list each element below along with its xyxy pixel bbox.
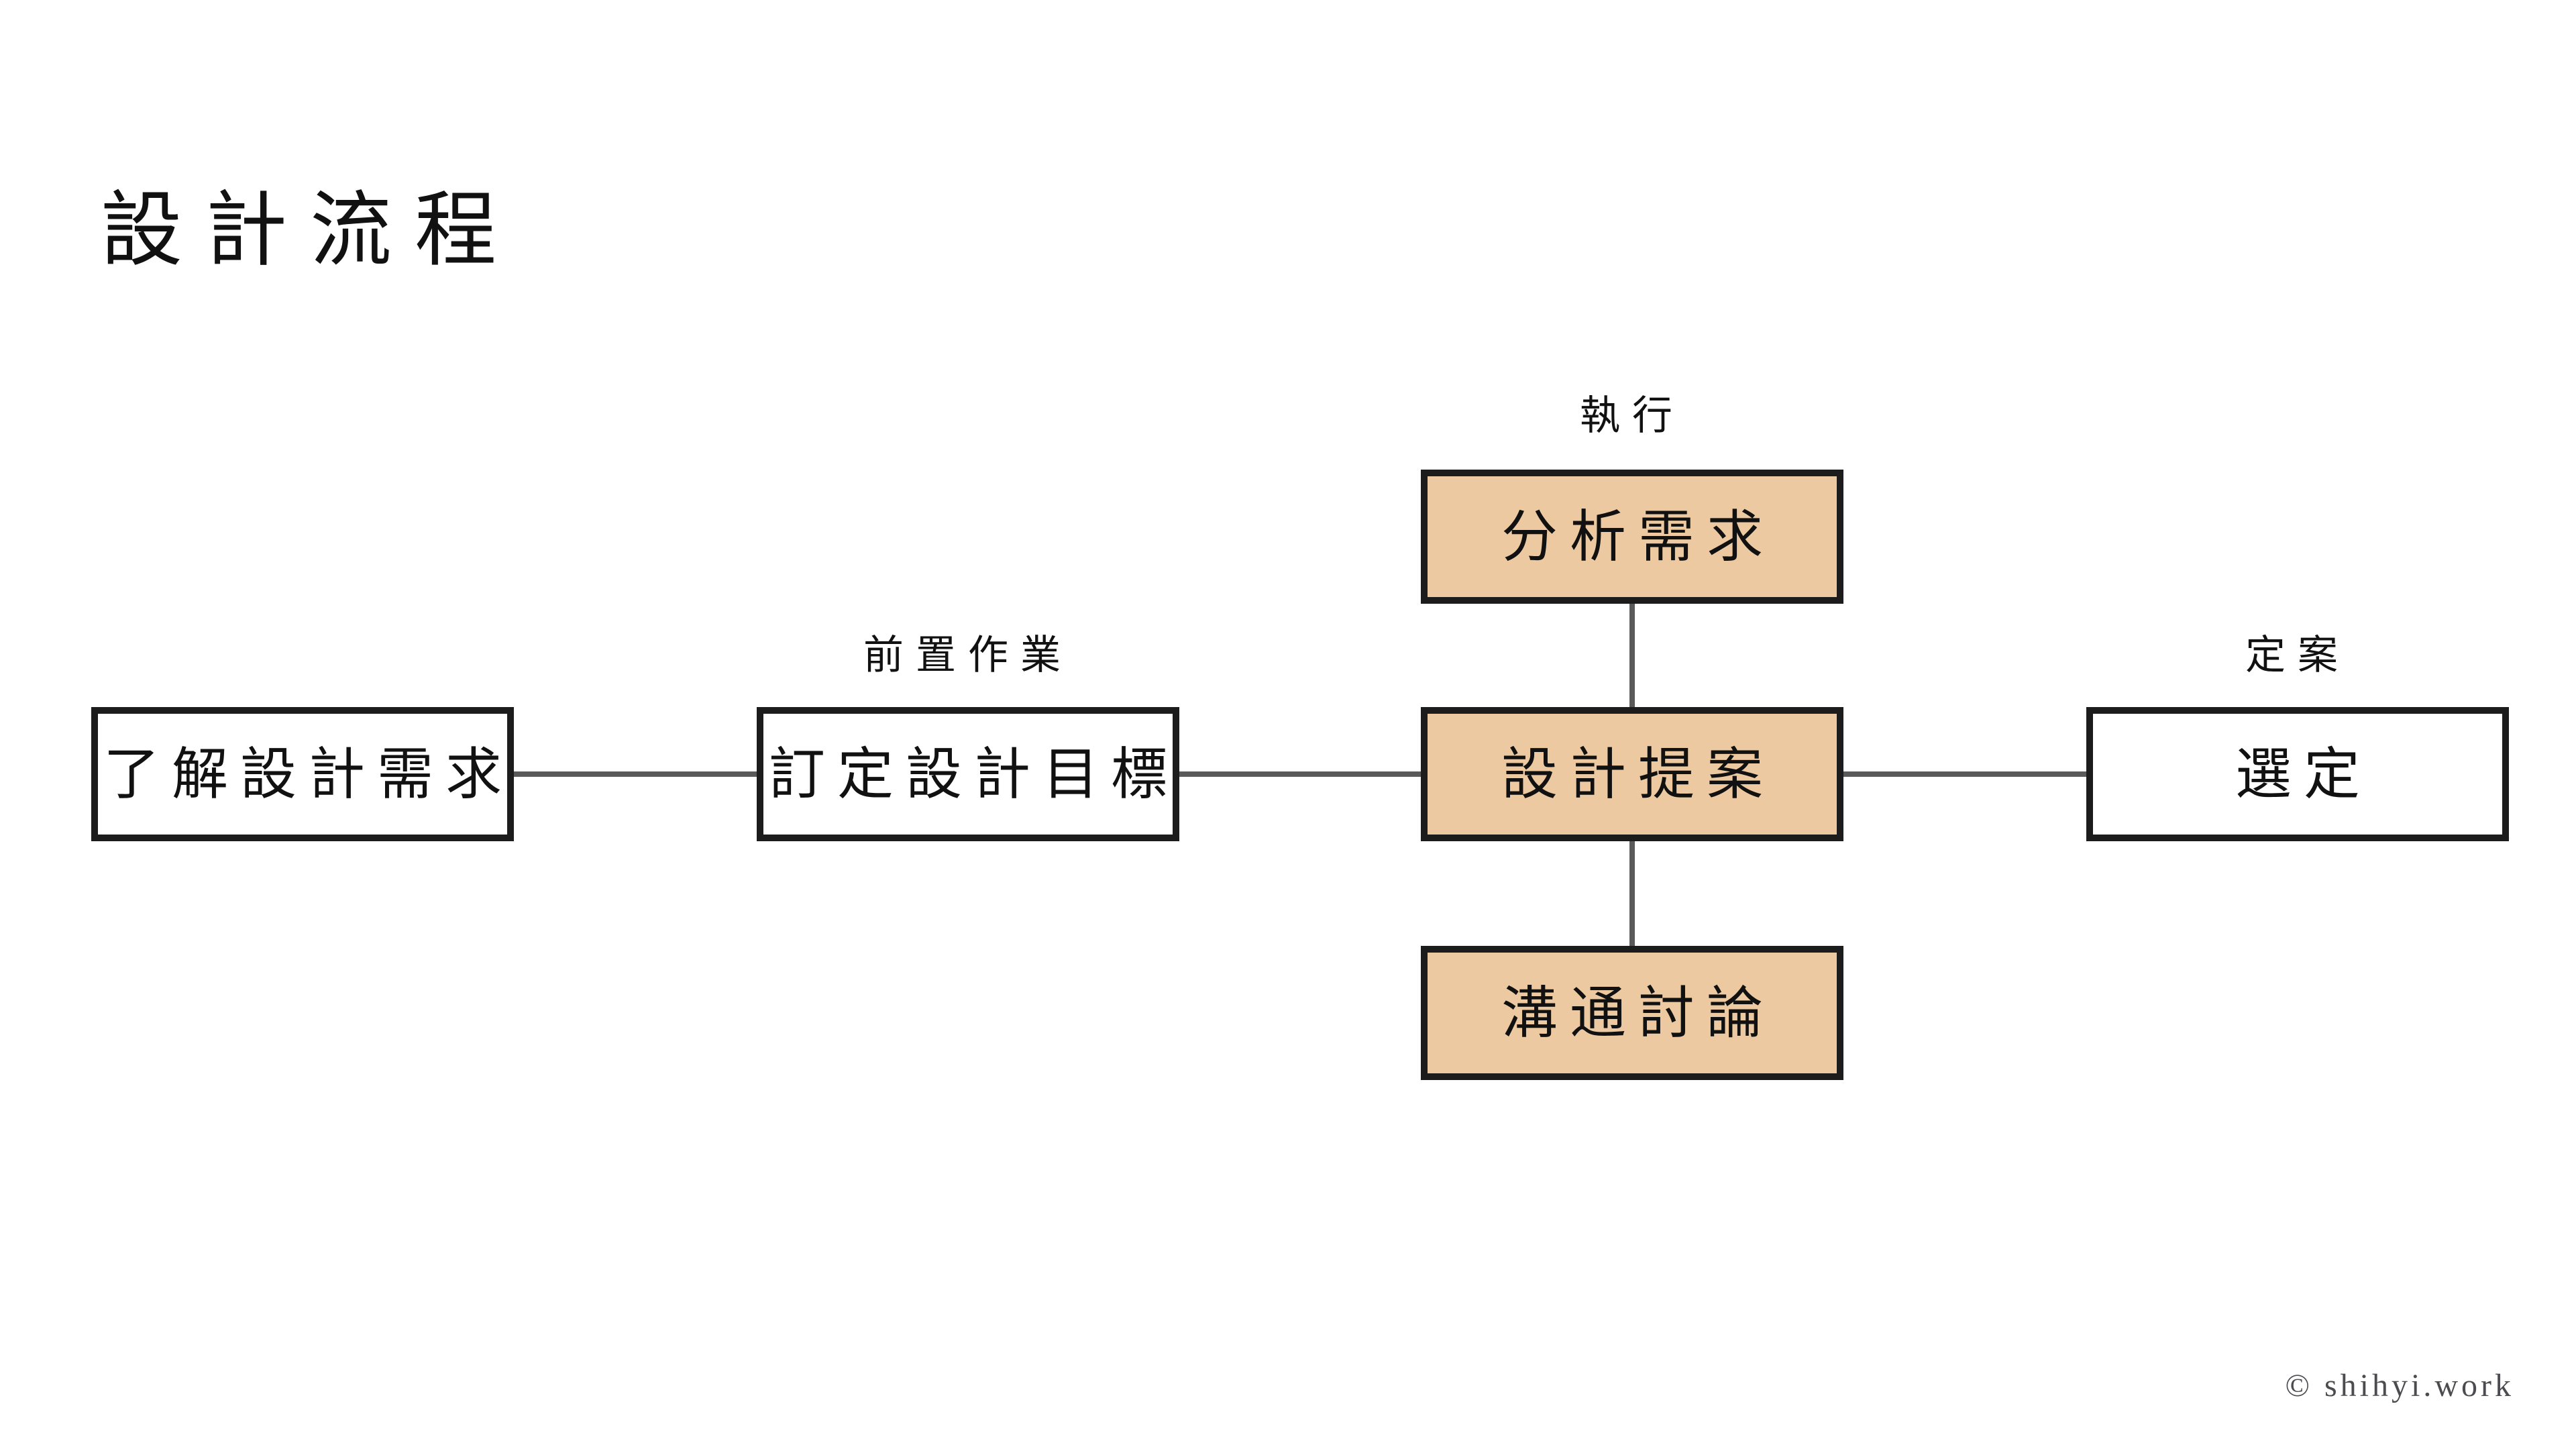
watermark-credit: © shihyi.work [2285, 1368, 2514, 1403]
connector-set-goal-to-propose [1179, 771, 1421, 777]
node-label: 了解設計需求 [103, 743, 514, 806]
node-label: 設計提案 [1501, 743, 1775, 806]
page-title: 設計流程 [101, 184, 519, 276]
node-selection: 選定 [2086, 707, 2509, 841]
connector-propose-to-select [1843, 771, 2086, 777]
node-design-proposal: 設計提案 [1421, 707, 1843, 841]
connector-propose-to-discuss [1629, 841, 1635, 946]
stage-label-pre-work: 前置作業 [863, 633, 1073, 678]
node-label: 訂定設計目標 [768, 743, 1179, 806]
node-label: 選定 [2235, 743, 2372, 806]
node-communicate-discuss: 溝通討論 [1421, 946, 1843, 1080]
node-label: 溝通討論 [1501, 981, 1775, 1044]
stage-label-finalize: 定案 [2245, 633, 2350, 678]
node-set-design-goals: 訂定設計目標 [757, 707, 1179, 841]
stage-label-execute: 執行 [1580, 393, 1684, 438]
connector-analyze-to-propose [1629, 604, 1635, 707]
node-understand-design-needs: 了解設計需求 [91, 707, 514, 841]
node-analyze-needs: 分析需求 [1421, 470, 1843, 604]
node-label: 分析需求 [1501, 505, 1775, 568]
connector-understand-to-set-goal [514, 771, 757, 777]
